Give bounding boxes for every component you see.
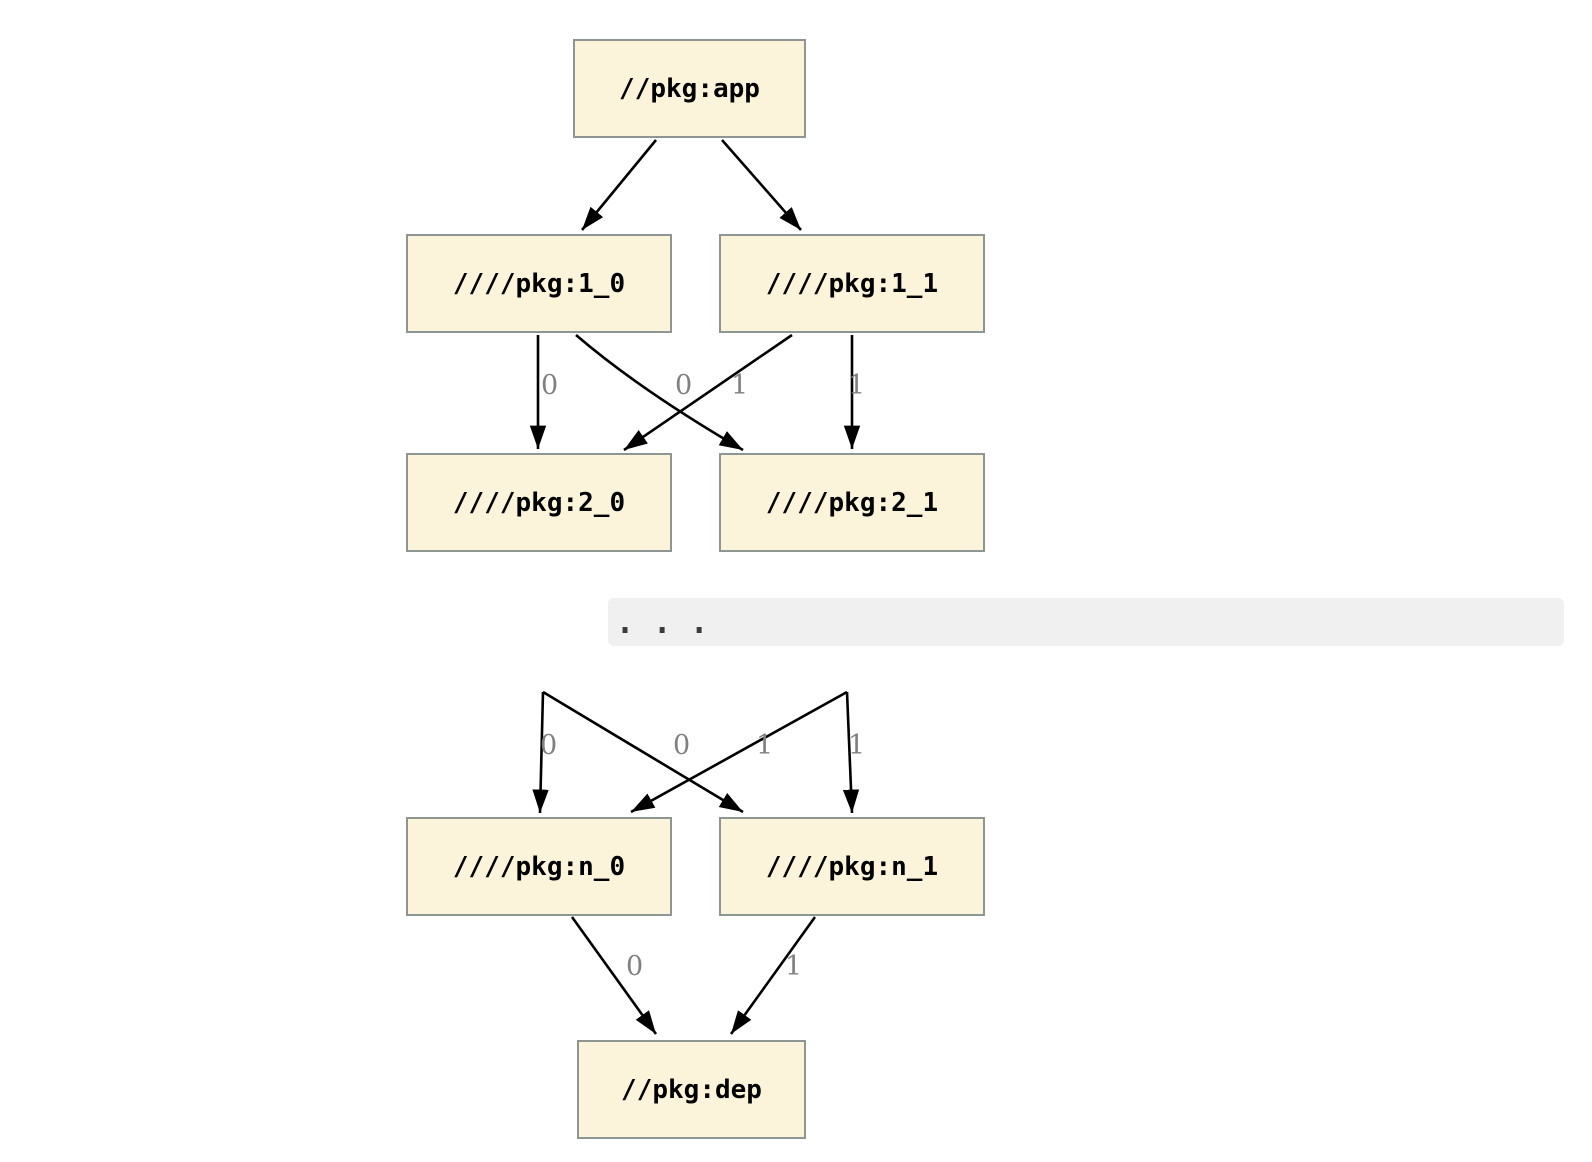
edge-label-cut-n_1-d: 0	[673, 730, 691, 761]
node-pkg-1-1: ////pkg:1_1	[719, 234, 985, 333]
edge-label-cut-n_0-v: 0	[540, 730, 558, 761]
edge-label-1_1-2_1: 1	[848, 370, 866, 401]
ellipsis-band: ...	[608, 598, 1564, 646]
edge-app-1_0	[580, 139, 658, 231]
edge-label-n_0-dep: 0	[626, 951, 644, 982]
node-pkg-2-0: ////pkg:2_0	[406, 453, 672, 552]
node-pkg-dep: //pkg:dep	[577, 1040, 806, 1139]
ellipsis-dots: ...	[613, 597, 725, 643]
node-pkg-app: //pkg:app	[573, 39, 806, 138]
edge-cut-n_1-d	[542, 690, 744, 814]
edge-cut-n_0-d	[630, 690, 848, 814]
edge-label-1_0-2_0: 0	[541, 370, 559, 401]
edge-n_1-dep	[729, 916, 817, 1035]
edge-app-1_1	[721, 139, 802, 231]
edge-label-1_1-2_0: 1	[731, 370, 749, 401]
edge-label-cut-n_0-d: 1	[756, 730, 774, 761]
edge-label-cut-n_1-v: 1	[848, 730, 866, 761]
node-pkg-n-1: ////pkg:n_1	[719, 817, 985, 916]
node-pkg-1-0: ////pkg:1_0	[406, 234, 672, 333]
node-pkg-2-1: ////pkg:2_1	[719, 453, 985, 552]
edge-n_0-dep	[570, 916, 658, 1035]
edge-label-n_1-dep: 1	[785, 951, 803, 982]
edge-cut-n_0-v	[532, 691, 549, 814]
edge-label-1_0-2_1: 0	[675, 370, 693, 401]
edge-1_1-2_0	[623, 333, 793, 452]
edge-cut-n_1-v	[842, 691, 860, 814]
node-pkg-n-0: ////pkg:n_0	[406, 817, 672, 916]
edge-1_0-2_1	[575, 334, 744, 452]
